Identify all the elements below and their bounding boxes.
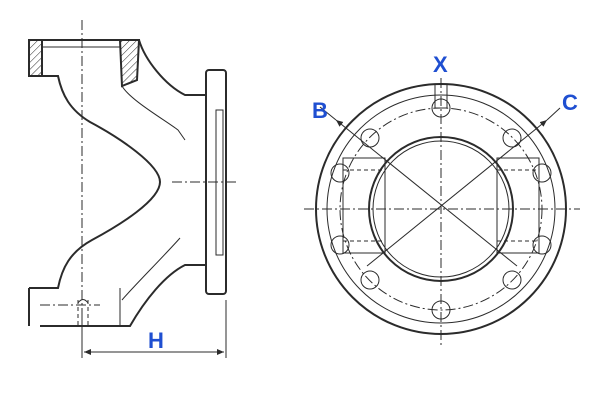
ear-outline-left: [342, 157, 386, 254]
bolt-hole: [502, 270, 522, 290]
bolt-hole: [360, 270, 380, 290]
dimension-c-line: [366, 119, 548, 267]
top-ear-section-right: [118, 39, 141, 88]
label-x: X: [433, 52, 448, 77]
front-view: [304, 78, 580, 345]
top-ear-section-left: [28, 39, 43, 77]
side-view: [28, 20, 238, 358]
bolt-hole: [532, 163, 552, 183]
bolt-hole: [330, 163, 350, 183]
bolt-hole: [502, 128, 522, 148]
yoke-body-outline: [40, 75, 162, 289]
label-c: C: [562, 90, 578, 115]
label-h: H: [148, 328, 164, 353]
bolt-hole: [532, 235, 552, 255]
bolt-hole: [360, 128, 380, 148]
yoke-outer-outline: [40, 39, 205, 327]
dimension-b-line: [335, 119, 518, 267]
ear-outline-right: [496, 157, 540, 254]
bolt-hole: [330, 235, 350, 255]
label-b: B: [312, 98, 328, 123]
